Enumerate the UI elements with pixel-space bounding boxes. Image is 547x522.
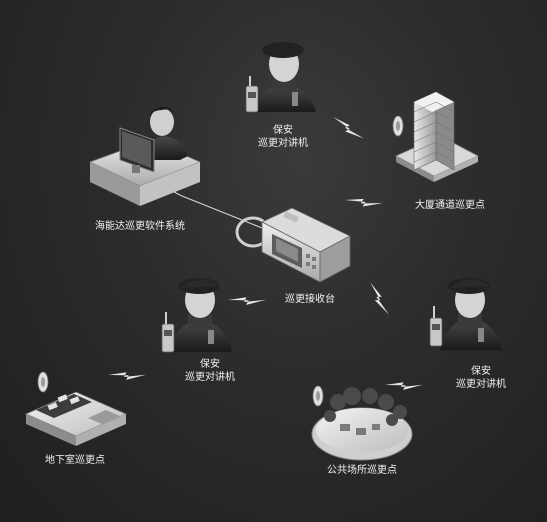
park-illustration — [311, 385, 413, 461]
guard-left-illustration — [161, 278, 232, 353]
label-line: 巡更对讲机 — [258, 138, 308, 149]
walkie-talkie-icon — [161, 312, 175, 353]
label-line: 巡更对讲机 — [456, 379, 506, 390]
guard-top-illustration — [245, 42, 316, 113]
software-workstation-illustration — [88, 106, 202, 206]
label-text: 海能达巡更软件系统 — [95, 221, 185, 232]
label-text: 公共场所巡更点 — [327, 465, 397, 476]
wireless-bolt-icon — [360, 282, 399, 315]
label-park: 公共场所巡更点 — [312, 464, 412, 477]
patrol-point-tag-icon — [392, 115, 404, 137]
label-text: 地下室巡更点 — [45, 455, 105, 466]
label-text: 巡更接收台 — [285, 294, 335, 305]
label-basement: 地下室巡更点 — [30, 454, 120, 467]
patrol-point-tag-icon — [37, 371, 49, 393]
walkie-talkie-icon — [245, 76, 259, 113]
walkie-talkie-icon — [429, 306, 443, 347]
guard-right-illustration — [429, 278, 502, 350]
label-building: 大厦通道巡更点 — [400, 199, 500, 212]
label-guard-left: 保安 巡更对讲机 — [170, 358, 250, 384]
wireless-bolt-icon — [333, 117, 365, 139]
basement-illustration — [25, 371, 127, 446]
label-guard-right: 保安 巡更对讲机 — [441, 365, 521, 391]
label-software: 海能达巡更软件系统 — [80, 220, 200, 233]
label-line: 保安 — [471, 366, 491, 377]
wireless-bolt-icon — [345, 184, 383, 219]
label-line: 保安 — [273, 125, 293, 136]
label-text: 大厦通道巡更点 — [415, 200, 485, 211]
wireless-bolt-icon — [228, 282, 266, 318]
building-illustration — [392, 91, 479, 182]
label-receiver: 巡更接收台 — [270, 293, 350, 306]
patrol-point-tag-icon — [312, 385, 324, 407]
wireless-bolt-icon — [108, 357, 146, 393]
link-software-receiver — [181, 195, 263, 229]
label-guard-top: 保安 巡更对讲机 — [243, 124, 323, 150]
label-line: 保安 — [200, 359, 220, 370]
label-line: 巡更对讲机 — [185, 372, 235, 383]
receiver-station-illustration — [235, 207, 351, 283]
